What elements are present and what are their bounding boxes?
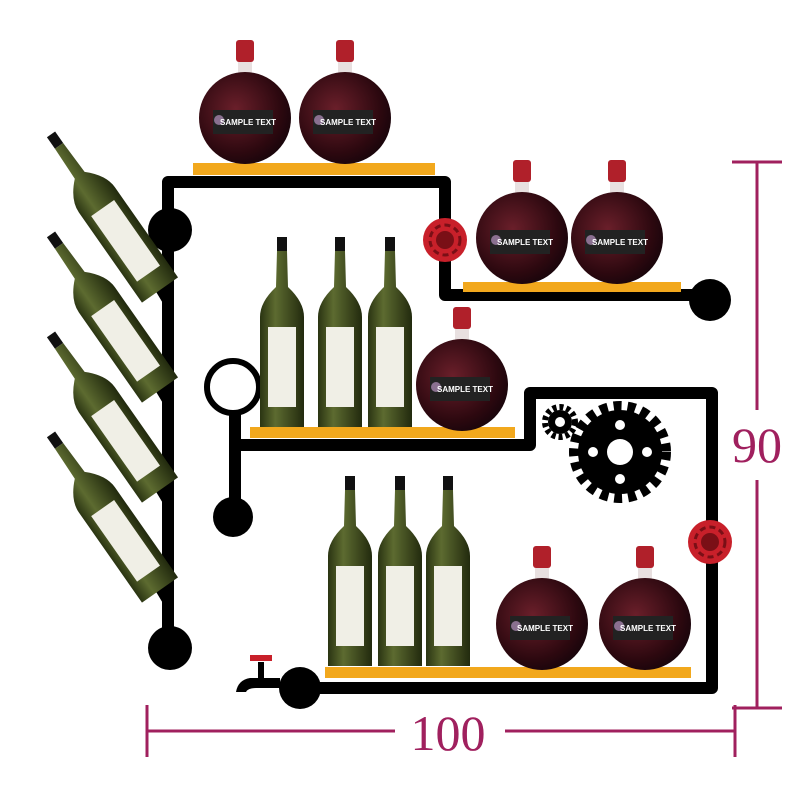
round-wine-bottle (199, 40, 291, 164)
round-wine-bottle (299, 40, 391, 164)
shelf-right (463, 282, 681, 292)
round-wine-bottle (599, 546, 691, 670)
bottle-label-text: SAMPLE TEXT (437, 385, 493, 394)
bottle-label-text: SAMPLE TEXT (497, 238, 553, 247)
pipe-cap (213, 497, 253, 537)
green-wine-bottle (328, 476, 372, 666)
round-wine-bottle (476, 160, 568, 284)
height-dimension (732, 160, 782, 710)
shelf-top (193, 163, 435, 175)
green-wine-bottle (378, 476, 422, 666)
bottle-label-text: SAMPLE TEXT (517, 624, 573, 633)
large-gear-icon (569, 401, 671, 503)
small-gear-icon (542, 404, 578, 440)
width-label: 100 (411, 705, 486, 761)
green-wine-bottle (260, 237, 304, 427)
pipe-cap (148, 626, 192, 670)
pipe-cap (148, 208, 192, 252)
bottle-label-text: SAMPLE TEXT (320, 118, 376, 127)
shelf-bottom (325, 667, 691, 678)
width-dimension (145, 705, 737, 757)
valve-icon (423, 218, 467, 262)
pipe-cap (279, 667, 321, 709)
bottle-label-text: SAMPLE TEXT (620, 624, 676, 633)
pipe-cap (689, 279, 731, 321)
shelf-middle (250, 427, 515, 438)
round-wine-bottle (571, 160, 663, 284)
height-label: 90 (732, 417, 782, 473)
tilted-wine-bottle (32, 121, 179, 303)
bottle-label-text: SAMPLE TEXT (592, 238, 648, 247)
pipe-top (162, 176, 712, 640)
round-wine-bottle (416, 307, 508, 431)
bottle-label-text: SAMPLE TEXT (220, 118, 276, 127)
round-wine-bottle (496, 546, 588, 670)
valve-icon (688, 520, 732, 564)
faucet-icon (236, 655, 280, 692)
green-wine-bottle (318, 237, 362, 427)
pipe-ring (204, 358, 262, 416)
green-wine-bottle (426, 476, 470, 666)
green-wine-bottle (368, 237, 412, 427)
